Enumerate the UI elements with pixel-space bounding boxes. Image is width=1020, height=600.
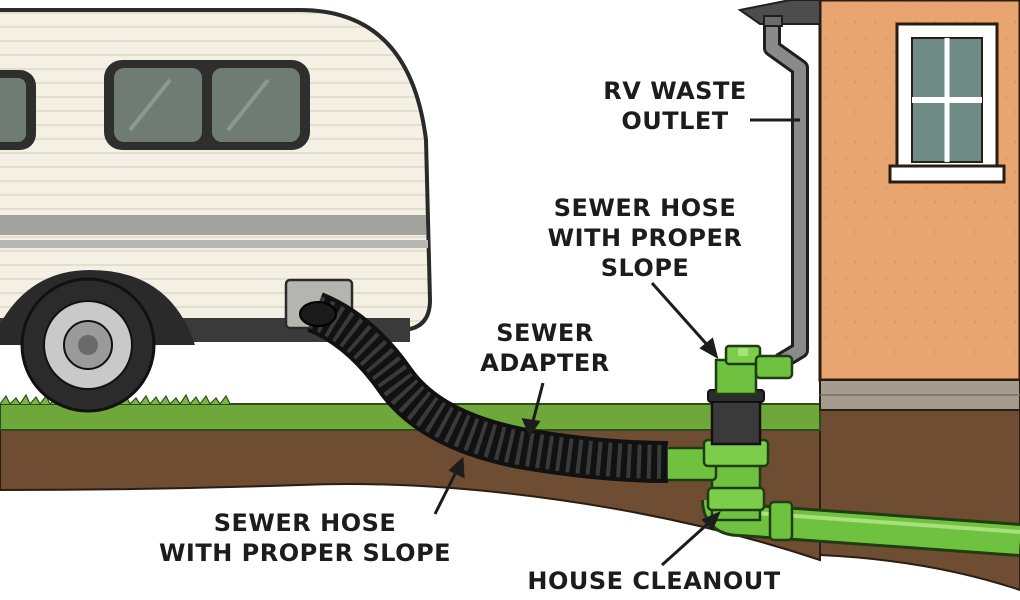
house-window <box>888 22 1006 184</box>
callout-arrows <box>433 118 800 567</box>
arrow-sewer-hose-upper <box>650 282 712 349</box>
label-rv-waste-outlet: RV WASTE OUTLET <box>603 77 747 135</box>
rv-trailer <box>0 8 433 413</box>
cleanout-assembly <box>662 344 794 522</box>
sewer-hose <box>299 292 669 483</box>
label-sewer-adapter: SEWER ADAPTER <box>480 319 610 377</box>
downspout <box>763 15 809 370</box>
label-sewer-hose-lower: SEWER HOSE WITH PROPER SLOPE <box>158 509 452 567</box>
label-sewer-hose-upper: SEWER HOSE WITH PROPER SLOPE <box>547 194 743 282</box>
arrow-sewer-adapter <box>530 382 545 426</box>
arrow-sewer-hose-lower <box>433 467 460 515</box>
arrow-house-cleanout <box>660 518 714 567</box>
house-wall <box>737 0 1020 411</box>
label-house-cleanout: HOUSE CLEANOUT <box>527 567 781 595</box>
